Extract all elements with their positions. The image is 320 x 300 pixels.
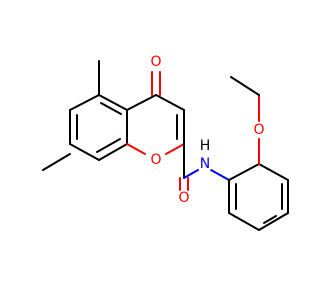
bond-c2-ring-oxygen <box>165 143 185 155</box>
bond-nitrogen-phenyl <box>210 169 230 181</box>
bond-c6-c5 <box>69 94 100 111</box>
phenyl-bond-2 <box>258 163 289 181</box>
bond-ring-oxygen-c8a <box>126 143 146 155</box>
ether-oxygen-label: O <box>253 122 264 138</box>
ring-oxygen-label: O <box>150 152 161 168</box>
ketone-oxygen-background <box>148 54 164 70</box>
bond-c5-c4a <box>98 94 128 111</box>
phenyl-bond-1 <box>228 163 260 181</box>
phenyl-inner-bond-3 <box>263 215 277 224</box>
ring-oxygen-background <box>148 152 164 168</box>
ethyl-bond <box>230 76 260 96</box>
amide-oxygen-background <box>176 190 192 206</box>
phenyl-bond-4 <box>258 212 289 231</box>
benzo-inner-bond-2 <box>96 138 121 153</box>
amide-nitrogen-label: N <box>200 156 210 172</box>
chemical-structure-diagram: O O O O N H <box>42 54 289 231</box>
amide-oxygen-label: O <box>178 190 189 206</box>
benzo-inner-bond-1 <box>100 102 122 115</box>
phenyl-bond-5 <box>228 212 260 231</box>
bond-c8-c7 <box>69 143 100 161</box>
bond-c8a-c8 <box>98 143 128 161</box>
amide-nitrogen-background <box>197 156 213 172</box>
bond-carbonyl-nitrogen <box>183 169 199 179</box>
ether-oxygen-background <box>251 122 267 138</box>
bond-c4-c3 <box>155 94 185 111</box>
ketone-oxygen-label: O <box>150 54 161 70</box>
methyl-bond-left <box>42 153 71 171</box>
amide-hydrogen-label: H <box>200 138 211 154</box>
bond-c4a-c4 <box>126 94 157 111</box>
